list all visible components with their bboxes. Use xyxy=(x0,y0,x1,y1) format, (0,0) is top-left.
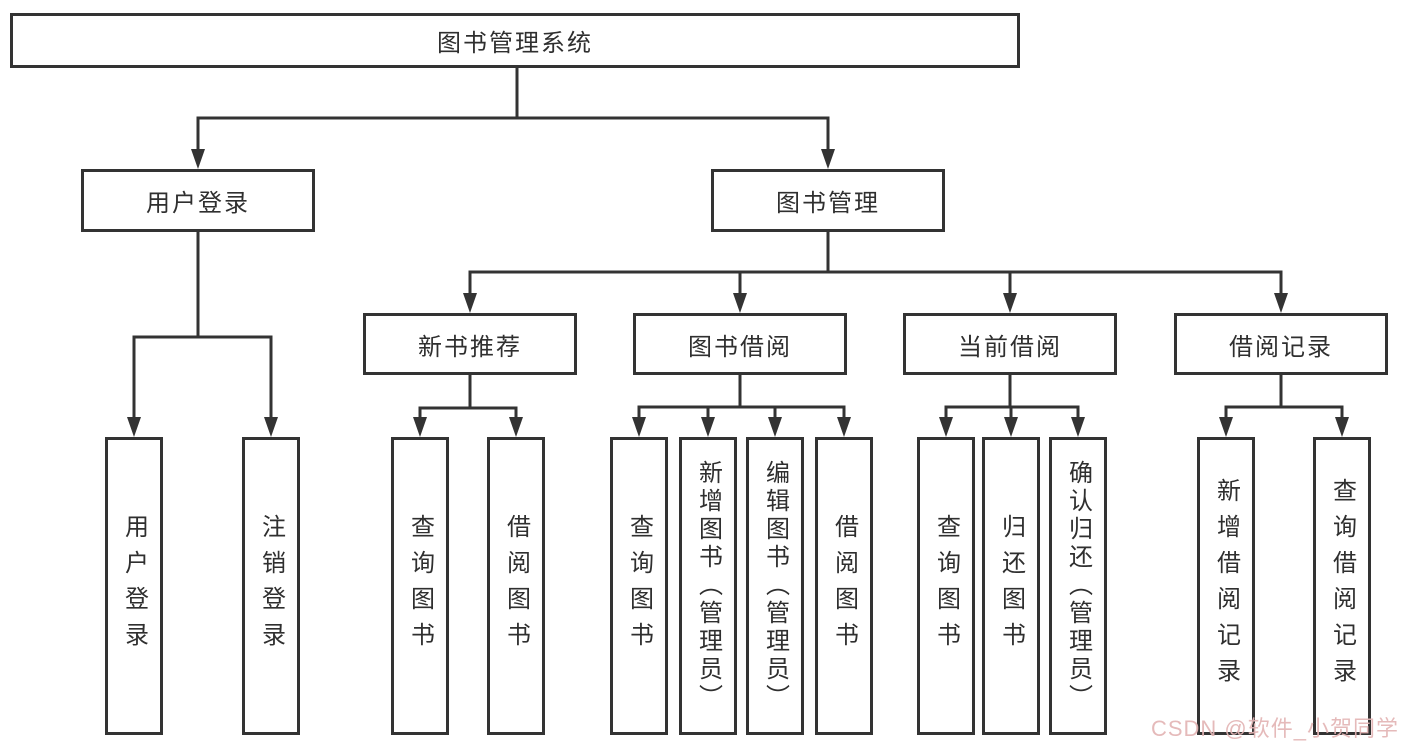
node-library-system: 图书管理系统 xyxy=(10,13,1020,68)
leaf-query-books-recommend: 查询图书 xyxy=(391,437,449,735)
leaf-edit-book-admin: 编辑图书（管理员） xyxy=(746,437,804,735)
arrowhead-icons xyxy=(127,149,1349,437)
leaf-confirm-return-admin: 确认归还（管理员） xyxy=(1049,437,1107,735)
watermark: CSDN @软件_小贺同学 xyxy=(1150,716,1399,741)
node-new-book-recommendation: 新书推荐 xyxy=(363,313,577,375)
leaf-add-book-admin: 新增图书（管理员） xyxy=(679,437,737,735)
leaf-query-books-current: 查询图书 xyxy=(917,437,975,735)
leaf-return-books: 归还图书 xyxy=(982,437,1040,735)
node-current-borrowing: 当前借阅 xyxy=(903,313,1117,375)
leaf-borrow-books-borrowing: 借阅图书 xyxy=(815,437,873,735)
leaf-query-books-borrowing: 查询图书 xyxy=(610,437,668,735)
node-book-management: 图书管理 xyxy=(711,169,945,232)
leaf-add-borrow-record: 新增借阅记录 xyxy=(1197,437,1255,735)
node-user-login: 用户登录 xyxy=(81,169,315,232)
leaf-query-borrow-record: 查询借阅记录 xyxy=(1313,437,1371,735)
leaf-borrow-books-recommend: 借阅图书 xyxy=(487,437,545,735)
node-book-borrowing: 图书借阅 xyxy=(633,313,847,375)
node-borrowing-records: 借阅记录 xyxy=(1174,313,1388,375)
leaf-logout: 注销登录 xyxy=(242,437,300,735)
leaf-user-login: 用户登录 xyxy=(105,437,163,735)
